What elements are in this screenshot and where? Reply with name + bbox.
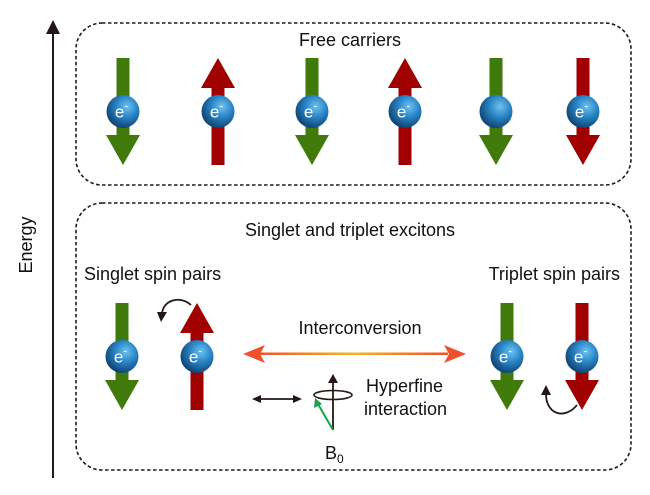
- excitons-title: Singlet and triplet excitons: [245, 220, 455, 240]
- electron-sphere-icon: [566, 95, 600, 128]
- electron-sphere-icon: [180, 340, 214, 373]
- electron-label: e-: [115, 101, 128, 122]
- electron-sphere-icon: [479, 95, 513, 128]
- triplet-electrons: e-e-: [490, 303, 599, 410]
- electron-down-spin: e-: [105, 303, 139, 410]
- electron-down-spin: [479, 58, 513, 165]
- electron-up-spin: e-: [180, 303, 214, 410]
- triplet-rotation-arrow-icon: [541, 385, 578, 415]
- electron-sphere-icon: [388, 95, 422, 128]
- electron-symbol: e: [499, 348, 508, 367]
- electron-down-spin: e-: [565, 303, 599, 410]
- free-carriers-title: Free carriers: [299, 30, 401, 50]
- field-label: B0: [325, 443, 344, 466]
- hyperfine-double-arrow-icon: [252, 395, 302, 403]
- singlet-title: Singlet spin pairs: [84, 264, 221, 284]
- electron-charge: -: [313, 101, 317, 113]
- free-carriers-panel: Free carriers e-e-e-e-e-: [75, 22, 632, 186]
- electron-charge: -: [123, 346, 127, 358]
- electron-sphere-icon: [295, 95, 329, 128]
- electron-charge: -: [583, 346, 587, 358]
- electron-symbol: e: [210, 103, 219, 122]
- electron-charge: -: [219, 101, 223, 113]
- interconversion-arrow-icon: [243, 345, 466, 363]
- singlet-rotation-arrow-icon: [157, 298, 192, 322]
- field-subscript: 0: [337, 452, 344, 466]
- electron-label: e-: [189, 346, 202, 367]
- triplet-title: Triplet spin pairs: [489, 264, 620, 284]
- excitons-panel: Singlet and triplet excitons Singlet spi…: [75, 202, 632, 471]
- electron-symbol: e: [189, 348, 198, 367]
- electron-sphere-icon: [106, 95, 140, 128]
- electron-symbol: e: [115, 103, 124, 122]
- electron-charge: -: [584, 101, 588, 113]
- axis-arrowhead-icon: [46, 20, 60, 34]
- electron-sphere-icon: [105, 340, 139, 373]
- electron-symbol: e: [574, 348, 583, 367]
- electron-label: e-: [499, 346, 512, 367]
- electron-charge: -: [508, 346, 512, 358]
- electron-sphere-icon: [490, 340, 524, 373]
- electron-up-spin: e-: [388, 58, 422, 165]
- electron-symbol: e: [575, 103, 584, 122]
- electron-up-spin: e-: [201, 58, 235, 165]
- singlet-electrons: e-e-: [105, 303, 214, 410]
- hyperfine-label-line2: interaction: [364, 399, 447, 419]
- electron-label: e-: [575, 101, 588, 122]
- electron-label: e-: [210, 101, 223, 122]
- precession-icon: [313, 374, 353, 431]
- electron-down-spin: e-: [566, 58, 600, 165]
- energy-axis: Energy: [16, 20, 60, 478]
- electron-down-spin: e-: [490, 303, 524, 410]
- electron-down-spin: e-: [106, 58, 140, 165]
- electron-down-spin: e-: [295, 58, 329, 165]
- electron-symbol: e: [397, 103, 406, 122]
- interconversion-label: Interconversion: [298, 318, 421, 338]
- electron-symbol: e: [114, 348, 123, 367]
- electron-sphere-icon: [565, 340, 599, 373]
- electron-charge: -: [406, 101, 410, 113]
- excitons-box: [75, 202, 632, 471]
- electron-sphere-icon: [201, 95, 235, 128]
- electron-label: e-: [114, 346, 127, 367]
- free-carriers-box: [75, 22, 632, 186]
- field-symbol: B: [325, 443, 337, 463]
- free-carriers-electrons: e-e-e-e-e-: [106, 58, 600, 165]
- electron-symbol: e: [304, 103, 313, 122]
- electron-label: e-: [397, 101, 410, 122]
- electron-label: e-: [304, 101, 317, 122]
- electron-charge: -: [124, 101, 128, 113]
- energy-axis-label: Energy: [16, 216, 36, 273]
- electron-label: e-: [574, 346, 587, 367]
- electron-charge: -: [198, 346, 202, 358]
- hyperfine-label-line1: Hyperfine: [366, 376, 443, 396]
